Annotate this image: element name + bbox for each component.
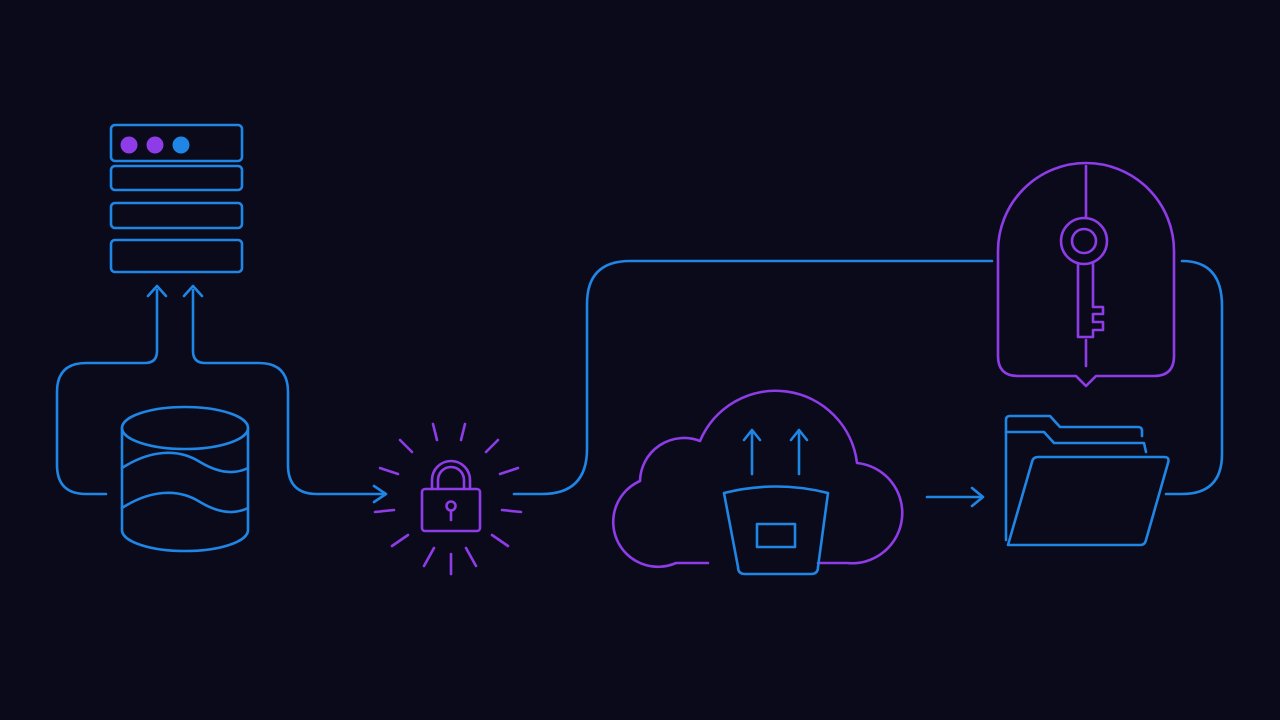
padlock-glow-rays: [373, 422, 523, 576]
upload-arrows-to-server: [146, 284, 204, 298]
connector-padlock-to-key-vault: [512, 259, 994, 496]
padlock-icon: [420, 459, 482, 533]
connector-database-to-padlock: [55, 288, 388, 504]
server-status-dot-1: [120, 136, 138, 154]
database-icon: [120, 405, 250, 553]
connector-key-vault-to-folder: [1164, 259, 1224, 496]
server-status-dot-2: [146, 136, 164, 154]
cloud-bucket-icon: [611, 389, 904, 576]
folder-icon: [1004, 414, 1170, 547]
server-icon: [109, 123, 244, 274]
connector-cloud-to-folder: [925, 486, 985, 508]
key-vault-icon: [996, 161, 1176, 388]
server-status-dot-3: [172, 136, 190, 154]
